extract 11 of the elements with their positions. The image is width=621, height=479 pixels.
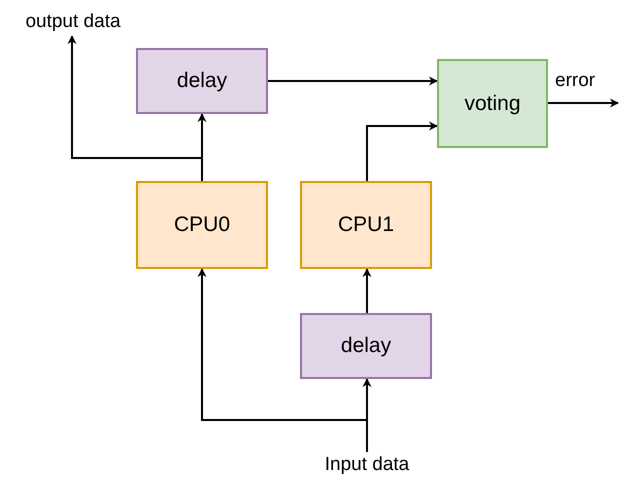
cpu-box: CPU0	[136, 181, 268, 269]
delay-box: delay	[136, 48, 268, 114]
arrow	[548, 98, 619, 108]
delay-box: delay	[300, 313, 432, 379]
cpu-box: CPU1	[300, 181, 432, 269]
arrow	[198, 268, 368, 452]
voting-box: voting	[437, 59, 548, 148]
arrow	[366, 122, 438, 181]
arrow	[362, 268, 372, 313]
arrow	[268, 76, 438, 86]
arrow	[68, 35, 203, 181]
